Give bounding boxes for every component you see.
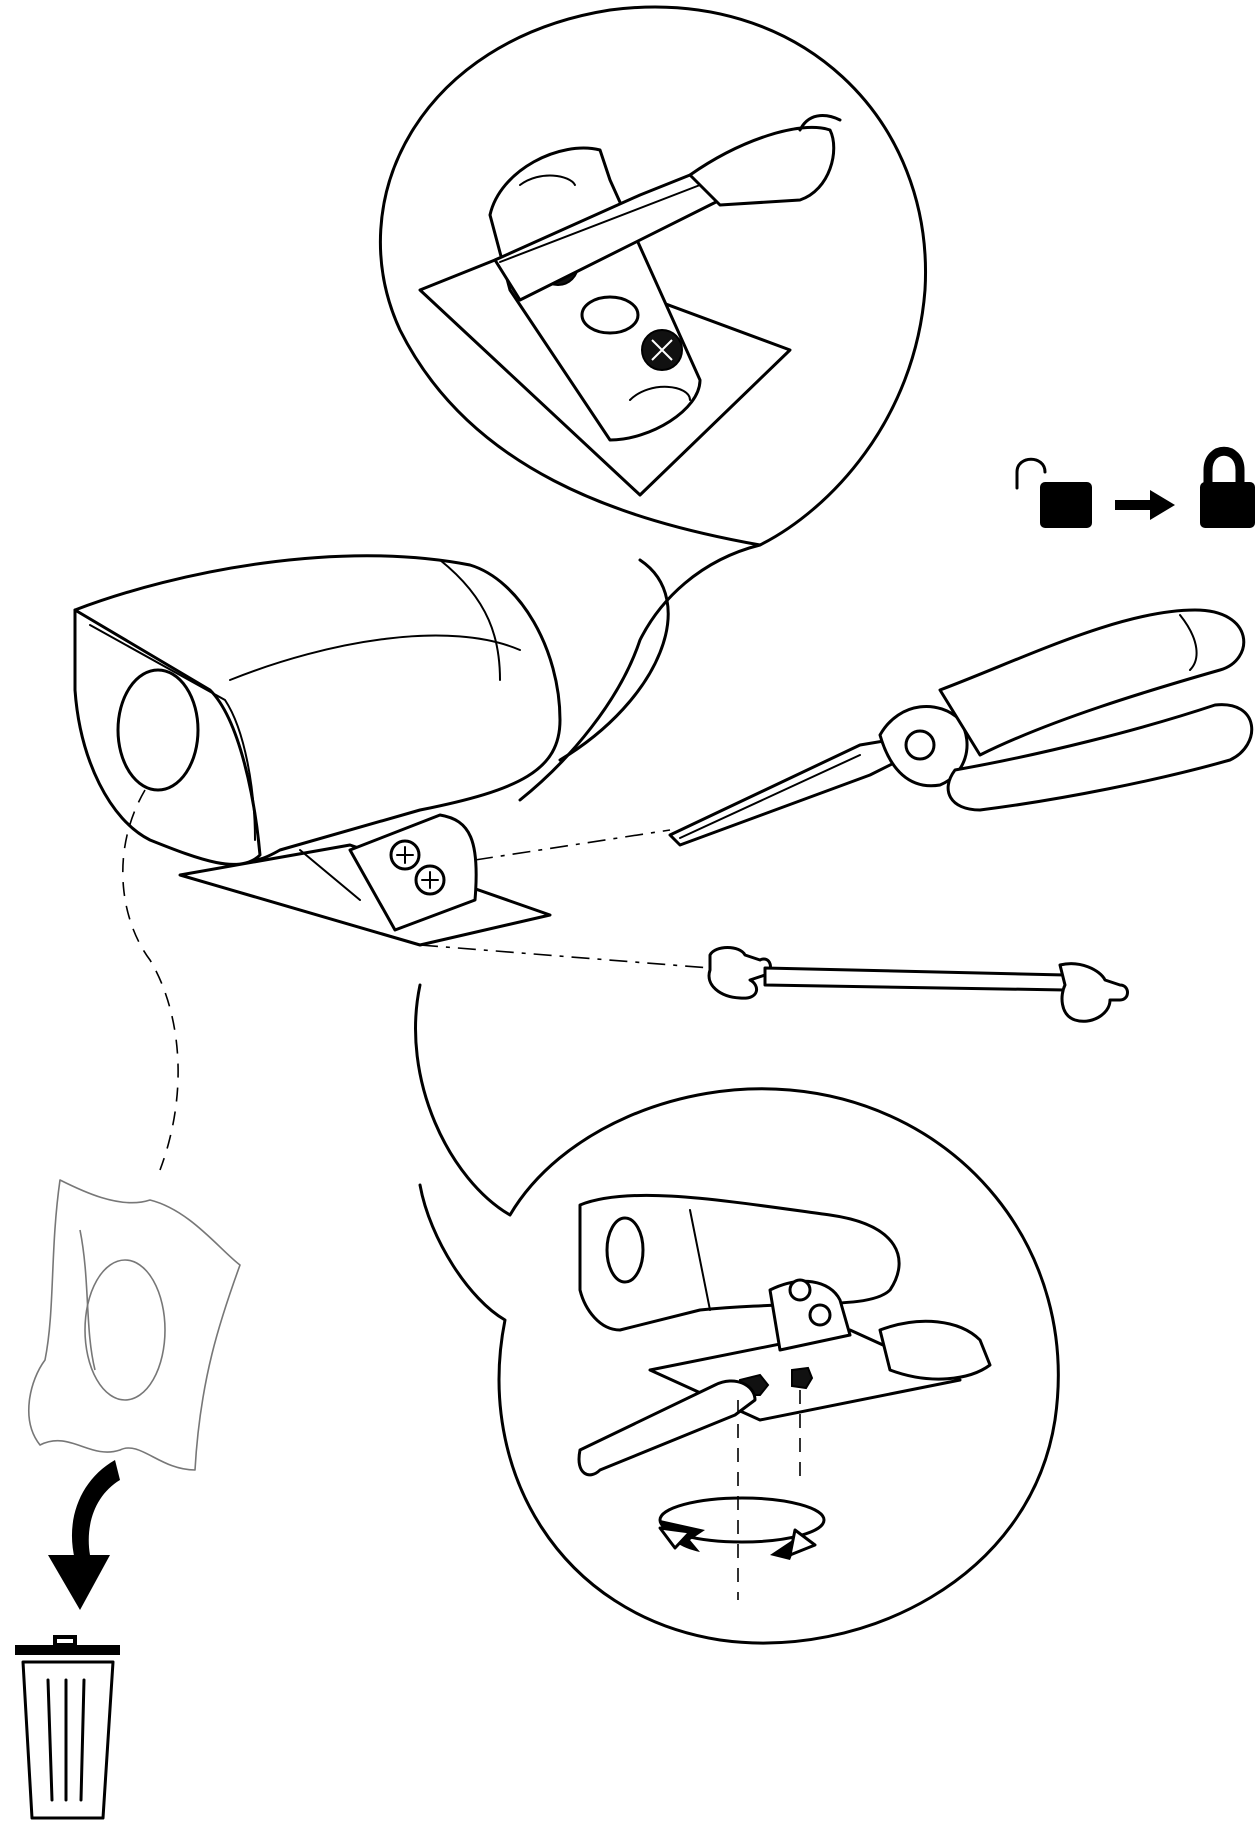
trash-bin-icon bbox=[15, 1637, 120, 1818]
lock-locked-icon bbox=[1200, 451, 1255, 528]
protective-film bbox=[29, 1180, 240, 1470]
leader-line bbox=[475, 830, 670, 860]
camera-housing bbox=[75, 556, 560, 865]
curved-arrow-down-icon bbox=[48, 1460, 120, 1610]
rotate-arrows-icon bbox=[660, 1498, 824, 1560]
wrench-icon bbox=[709, 948, 1127, 1022]
pliers-icon bbox=[670, 610, 1252, 845]
bottom-detail-bubble bbox=[416, 985, 1059, 1643]
leader-line bbox=[420, 945, 710, 968]
screw-icon bbox=[642, 330, 682, 370]
lock-unlocked-icon bbox=[1017, 459, 1092, 528]
arrow-right-icon bbox=[1115, 490, 1175, 520]
